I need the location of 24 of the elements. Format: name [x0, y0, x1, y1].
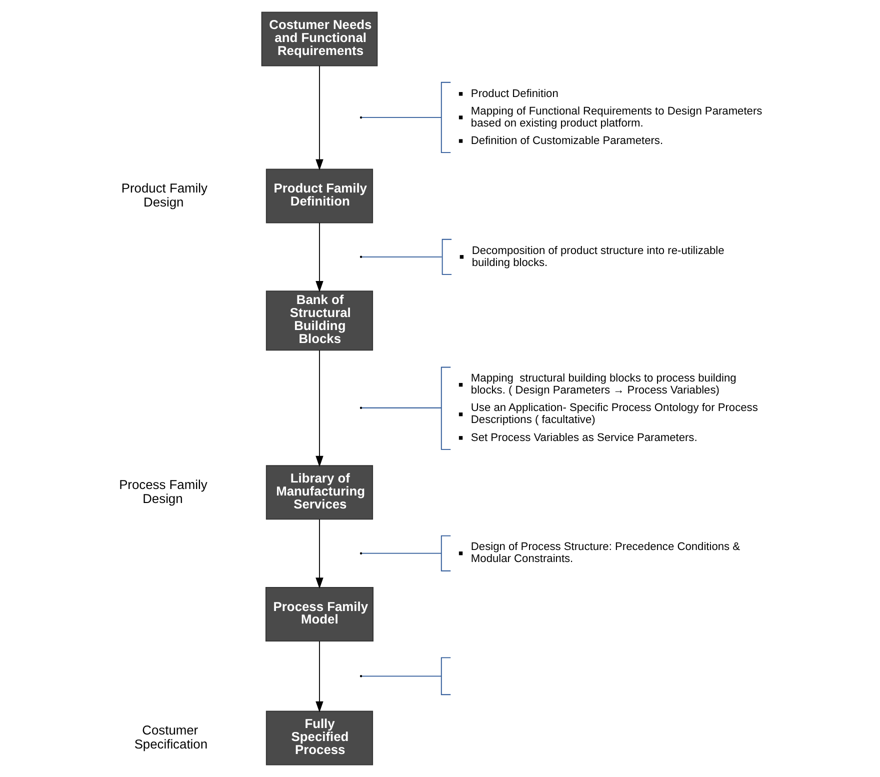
- arrow: [316, 222, 324, 292]
- node-text: Product Definition Mapping of Functional Requirements to Design Parameters based on existing product platform. Definition of Customizable Parameters.: [470, 88, 762, 147]
- node-bracket: [440, 657, 452, 696]
- node-text: Decomposition of product structure into re-utilizable building blocks.: [472, 244, 724, 269]
- node-text: Design of Process Structure: Precedence Conditions & Modular Constraints.: [470, 541, 740, 566]
- node-box: Product Family Definition: [266, 168, 374, 224]
- arrow: [316, 65, 324, 170]
- arrow: [316, 350, 324, 467]
- arrow: [316, 518, 324, 589]
- connector: [361, 552, 442, 554]
- label: Process Family Design: [119, 476, 208, 506]
- node-box: Costumer Needs and Functional Requirements: [261, 12, 378, 66]
- node-box: Bank of Structural Building Blocks: [266, 290, 374, 351]
- connector: [362, 676, 442, 677]
- node-box: Library of Manufacturing Services: [266, 465, 374, 520]
- node-text: Mapping structural building blocks to process building blocks. ( Design Parameters → Process Variables) Use an Application- Specific Process Ontology for Process Descriptions ( facultative) Set Process Variables as Service Parameters.: [470, 372, 758, 444]
- arrow: [316, 640, 324, 712]
- connector: [361, 256, 442, 258]
- connector: [361, 407, 442, 408]
- connector: [361, 116, 442, 118]
- label: Costumer Specification: [134, 722, 208, 752]
- label: Product Family Design: [121, 180, 208, 210]
- node-box: Process Family Model: [265, 587, 374, 642]
- node-box: Fully Specified Process: [266, 710, 374, 766]
